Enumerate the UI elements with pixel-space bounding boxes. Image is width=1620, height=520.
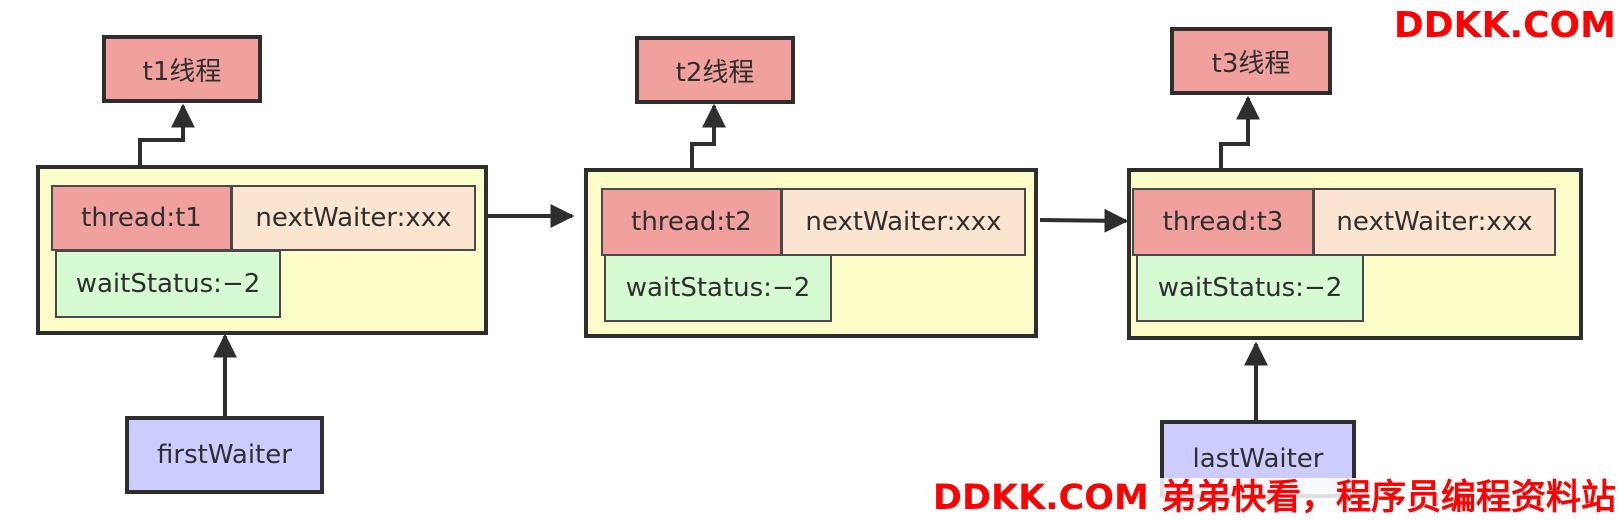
next-waiter-cell: nextWaiter:xxx (1313, 188, 1556, 256)
watermark-bottom: DDKK.COM 弟弟快看，程序员编程资料站 (932, 478, 1616, 518)
thread-box-label: t3线程 (1211, 48, 1291, 79)
thread-cell: thread:t2 (601, 188, 782, 256)
thread-box-label: t2线程 (675, 57, 755, 88)
first-waiter-box: firstWaiter (125, 416, 324, 494)
thread-box-t3: t3线程 (1170, 27, 1332, 95)
thread-box-label: t1线程 (142, 56, 222, 87)
next-waiter-cell: nextWaiter:xxx (781, 188, 1026, 256)
thread-cell: thread:t3 (1132, 188, 1314, 256)
next-waiter-cell: nextWaiter:xxx (231, 185, 476, 251)
wait-status-cell: waitStatus:−2 (1136, 254, 1364, 322)
thread-box-t2: t2线程 (635, 36, 795, 104)
thread-box-t1: t1线程 (102, 35, 262, 103)
arrow-node3-to-t3 (1219, 95, 1260, 186)
arrow-node1-to-t1 (138, 103, 195, 181)
arrow-node2-to-t2 (690, 103, 726, 186)
arrow-node2-to-node3 (1039, 208, 1129, 233)
wait-status-cell: waitStatus:−2 (55, 250, 281, 318)
wait-status-cell: waitStatus:−2 (604, 254, 832, 322)
watermark-top: DDKK.COM (1393, 5, 1616, 46)
thread-cell: thread:t1 (51, 185, 232, 251)
